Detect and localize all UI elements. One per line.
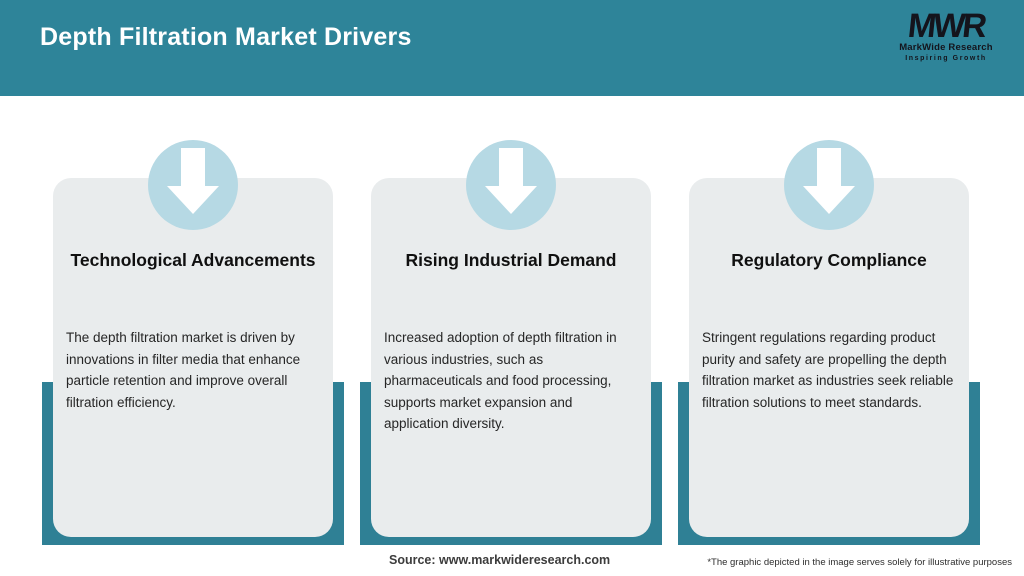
card-title: Technological Advancements xyxy=(70,250,316,270)
driver-card: Rising Industrial Demand Increased adopt… xyxy=(360,140,662,545)
card-description: Stringent regulations regarding product … xyxy=(702,330,954,410)
header-bar: Depth Filtration Market Drivers MWR Mark… xyxy=(0,0,1024,96)
card-body-panel: Technological Advancements The depth fil… xyxy=(53,178,333,537)
card-title: Rising Industrial Demand xyxy=(405,250,617,270)
card-body-panel: Regulatory Compliance Stringent regulati… xyxy=(689,178,969,537)
icon-circle xyxy=(466,140,556,230)
driver-card: Technological Advancements The depth fil… xyxy=(42,140,344,545)
icon-circle xyxy=(148,140,238,230)
icon-circle xyxy=(784,140,874,230)
arrow-down-icon xyxy=(803,148,855,214)
logo-tagline: Inspiring Growth xyxy=(905,54,987,62)
page-title: Depth Filtration Market Drivers xyxy=(40,23,412,51)
card-title: Regulatory Compliance xyxy=(731,250,927,270)
arrow-down-icon xyxy=(167,148,219,214)
logo-monogram: MWR xyxy=(906,7,986,45)
arrow-down-icon xyxy=(485,148,537,214)
source-text: Source: www.markwideresearch.com xyxy=(389,553,611,567)
markwide-logo: MWR MarkWide Research Inspiring Growth xyxy=(886,7,1006,62)
card-description: The depth filtration market is driven by… xyxy=(66,330,301,410)
disclaimer-text: *The graphic depicted in the image serve… xyxy=(707,557,1012,568)
card-body-panel: Rising Industrial Demand Increased adopt… xyxy=(371,178,651,537)
driver-card: Regulatory Compliance Stringent regulati… xyxy=(678,140,980,545)
card-description: Increased adoption of depth filtration i… xyxy=(384,330,617,431)
driver-cards-row: Technological Advancements The depth fil… xyxy=(42,140,982,545)
logo-name: MarkWide Research xyxy=(899,42,993,53)
